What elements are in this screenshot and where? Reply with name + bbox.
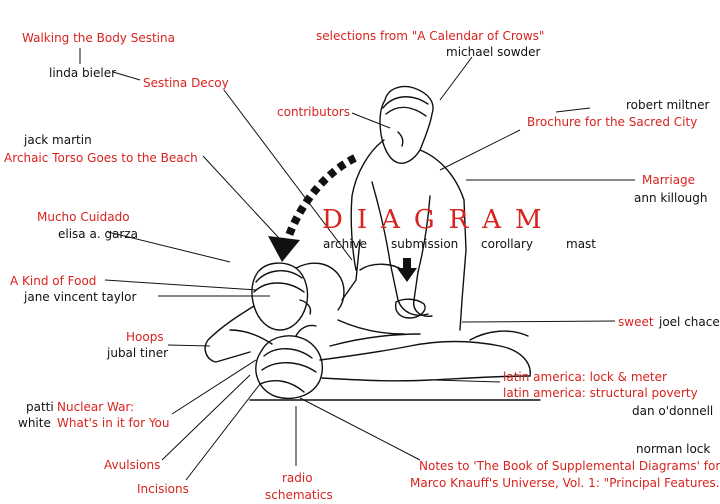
- link-calendar-of-crows[interactable]: selections from "A Calendar of Crows": [316, 29, 545, 43]
- link-walking-body-sestina[interactable]: Walking the Body Sestina: [22, 31, 175, 45]
- link-sweet[interactable]: sweet: [618, 315, 654, 329]
- nav-submission[interactable]: submission: [391, 237, 459, 251]
- nav-corollary[interactable]: corollary: [481, 237, 534, 251]
- link-radio-schematics-line2[interactable]: schematics: [265, 488, 333, 502]
- site-title: DIAGRAM: [322, 205, 556, 235]
- link-mucho-cuidado[interactable]: Mucho Cuidado: [37, 210, 130, 224]
- nav-archive[interactable]: archive: [323, 237, 368, 251]
- down-arrow: [397, 258, 417, 282]
- link-notes-supplemental-diagrams-line2[interactable]: Marco Knauff's Universe, Vol. 1: "Princi…: [410, 476, 720, 490]
- link-nuclear-war-line2[interactable]: What's in it for You: [57, 416, 170, 430]
- link-incisions[interactable]: Incisions: [137, 482, 189, 496]
- author-norman-lock: norman lock: [636, 442, 711, 456]
- link-nuclear-war-line1[interactable]: Nuclear War:: [57, 400, 135, 414]
- link-kind-of-food[interactable]: A Kind of Food: [10, 274, 97, 288]
- link-radio-schematics-line1[interactable]: radio: [282, 471, 313, 485]
- author-dan-odonnell: dan o'donnell: [632, 404, 714, 418]
- hands-on-chest: [394, 298, 426, 319]
- author-michael-sowder: michael sowder: [446, 45, 541, 59]
- link-hoops[interactable]: Hoops: [126, 330, 164, 344]
- upper-rescuer-back: [419, 149, 467, 331]
- link-latin-america-lock-meter[interactable]: latin america: lock & meter: [503, 370, 667, 384]
- link-contributors[interactable]: contributors: [277, 105, 350, 119]
- author-joel-chace: joel chace: [659, 315, 720, 329]
- victim-torso: [319, 340, 531, 377]
- author-jane-vincent-taylor: jane vincent taylor: [24, 290, 137, 304]
- link-sestina-decoy[interactable]: Sestina Decoy: [143, 76, 229, 90]
- dashed-arrow: [268, 154, 357, 262]
- link-notes-supplemental-diagrams-line1[interactable]: Notes to 'The Book of Supplemental Diagr…: [419, 459, 720, 473]
- nav-mast[interactable]: mast: [566, 237, 596, 251]
- victim-head: [255, 335, 324, 400]
- link-latin-america-structural-poverty[interactable]: latin america: structural poverty: [503, 386, 698, 400]
- author-jubal-tiner: jubal tiner: [107, 346, 169, 360]
- author-robert-miltner: robert miltner: [626, 98, 710, 112]
- link-marriage[interactable]: Marriage: [642, 173, 696, 187]
- author-white: white: [18, 416, 51, 430]
- author-ann-killough: ann killough: [634, 191, 708, 205]
- lower-rescuer-head: [251, 262, 309, 331]
- author-linda-bieler: linda bieler: [49, 66, 117, 80]
- link-archaic-torso[interactable]: Archaic Torso Goes to the Beach: [4, 151, 198, 165]
- author-jack-martin: jack martin: [24, 133, 92, 147]
- author-patti: patti: [26, 400, 54, 414]
- link-brochure-sacred-city[interactable]: Brochure for the Sacred City: [527, 115, 698, 129]
- author-elisa-garza: elisa a. garza: [58, 227, 139, 241]
- link-avulsions[interactable]: Avulsions: [104, 458, 161, 472]
